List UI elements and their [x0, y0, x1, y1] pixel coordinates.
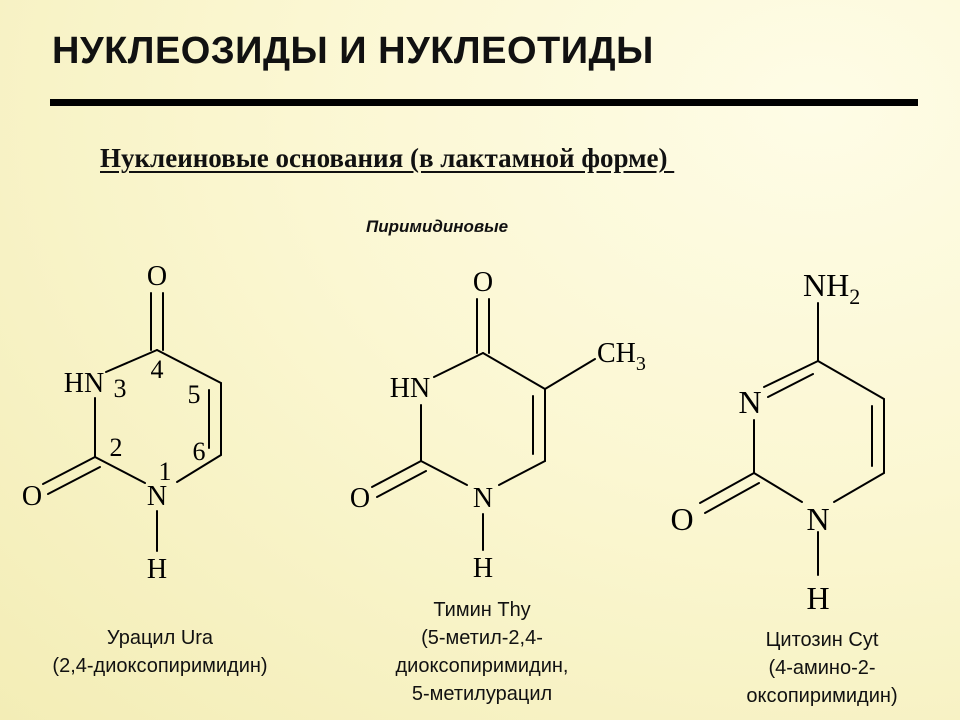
cytosine-nh-text: NH	[803, 267, 849, 303]
uracil-nh-label: HN	[64, 368, 104, 399]
thymine-n1-label: N	[473, 483, 493, 514]
uracil-h-label: H	[147, 554, 167, 585]
thymine-o2-label: O	[350, 483, 370, 514]
uracil-caption: Урацил Ura (2,4-диоксопиримидин)	[20, 624, 300, 680]
uracil-position-4: 4	[151, 355, 164, 384]
uracil-systematic-name: (2,4-диоксопиримидин)	[52, 655, 268, 677]
cytosine-n1-label: N	[806, 501, 829, 537]
title-divider	[50, 99, 918, 106]
cytosine-o2-label: O	[670, 501, 693, 537]
thymine-caption: Тимин Thy (5-метил-2,4- диоксопиримидин,…	[352, 596, 612, 708]
page-title: НУКЛЕОЗИДЫ И НУКЛЕОТИДЫ	[52, 30, 654, 72]
cytosine-name: Цитозин Cyt	[765, 629, 879, 651]
uracil-position-5: 5	[188, 380, 201, 409]
uracil-position-6: 6	[193, 437, 206, 466]
uracil-position-2: 2	[110, 433, 123, 462]
uracil-name: Урацил Ura	[106, 627, 214, 649]
uracil-position-3: 3	[114, 374, 127, 403]
thymine-ch3-subscript: 3	[636, 353, 646, 375]
uracil-n1-label: N	[147, 481, 167, 512]
thymine-ch3-label: CH3	[597, 338, 646, 375]
cytosine-n3-label: N	[738, 384, 761, 420]
thymine-systematic-name-1: (5-метил-2,4-	[421, 627, 543, 649]
thymine-h-label: H	[473, 553, 493, 584]
thymine-bonds	[371, 298, 596, 551]
cytosine-nh2-subscript: 2	[849, 284, 860, 309]
uracil-position-1: 1	[159, 457, 172, 486]
cytosine-bonds	[699, 302, 885, 576]
thymine-ch-text: CH	[597, 338, 636, 369]
cytosine-caption: Цитозин Cyt (4-амино-2- оксопиримидин)	[712, 626, 932, 710]
thymine-nh-label: HN	[390, 373, 430, 404]
uracil-o4-label: O	[147, 261, 167, 292]
thymine-name: Тимин Thy	[433, 599, 531, 621]
thymine-o4-label: O	[473, 267, 493, 298]
section-heading: Пиримидиновые	[366, 217, 509, 236]
subtitle: Нуклеиновые основания (в лактамной форме…	[100, 143, 675, 173]
uracil-o2-label: O	[22, 481, 42, 512]
uracil-bonds	[42, 292, 222, 552]
thymine-alt-name: 5-метилурацил	[411, 683, 553, 705]
cytosine-systematic-name-1: (4-амино-2-	[768, 657, 876, 679]
thymine-systematic-name-2: диоксопиримидин,	[395, 655, 569, 677]
cytosine-systematic-name-2: оксопиримидин)	[746, 685, 898, 707]
cytosine-nh2-label: NH2	[803, 267, 860, 309]
cytosine-h-label: H	[806, 580, 829, 616]
